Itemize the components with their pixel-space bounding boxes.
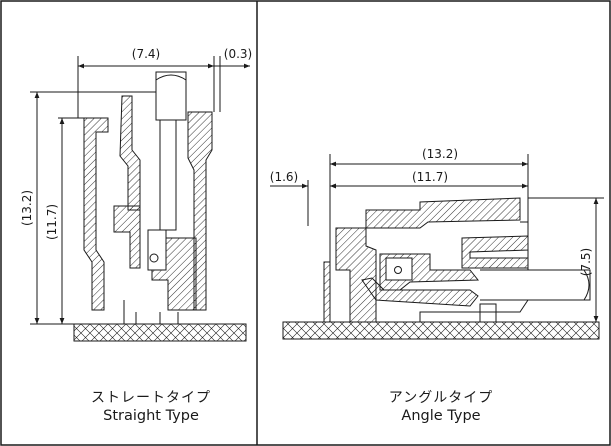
angle-plug-shaft (480, 269, 591, 301)
angle-title-en: Angle Type (401, 408, 481, 424)
straight-plug-shaft (155, 71, 187, 121)
straight-caption: ストレートタイプ Straight Type (31, 389, 271, 425)
angle-drawing (270, 154, 604, 340)
angle-plug-break (583, 269, 590, 301)
angle-left-block (335, 227, 377, 323)
straight-contact-circle (149, 253, 159, 263)
straight-dim-width-label: (7.4) (132, 47, 160, 61)
angle-contact-circle (394, 266, 402, 274)
angle-right-block (461, 235, 529, 269)
angle-contact-window (385, 257, 413, 281)
angle-dim-body-label: (11.7) (412, 170, 448, 184)
straight-dim-offset-label: (0.3) (224, 47, 252, 61)
angle-title-jp: アングルタイプ (388, 390, 494, 406)
angle-dim-offset-label: (1.6) (270, 170, 298, 184)
angle-pcb-board (282, 321, 600, 340)
straight-housing-left (83, 117, 109, 311)
straight-dim-total-label: (13.2) (20, 190, 34, 226)
straight-dim-body-label: (11.7) (45, 204, 59, 240)
straight-title-jp: ストレートタイプ (91, 390, 211, 406)
angle-leg-1 (323, 261, 331, 323)
angle-body-outline (329, 196, 529, 323)
straight-plug-break (155, 74, 187, 81)
angle-dim-total-label: (13.2) (422, 147, 458, 161)
straight-title-en: Straight Type (103, 408, 199, 424)
straight-inner-block (113, 205, 141, 269)
straight-drawing (30, 56, 250, 342)
angle-housing-top (365, 197, 521, 229)
straight-pcb-board (73, 323, 247, 342)
straight-latch-block (119, 95, 141, 211)
angle-leg-2 (479, 303, 497, 323)
angle-dim-height-label: (7.5) (579, 248, 593, 276)
straight-contact-pin (147, 229, 167, 271)
straight-shell-slot (159, 119, 177, 231)
angle-caption: アングルタイプ Angle Type (321, 389, 561, 425)
